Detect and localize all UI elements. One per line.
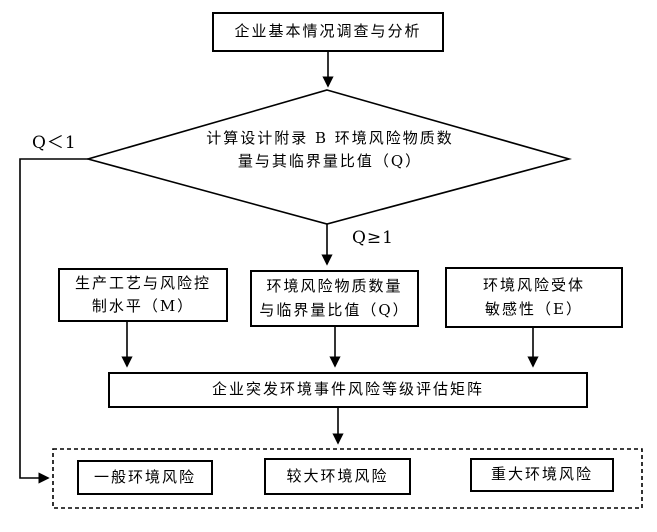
node-survey: 企业基本情况调查与分析 <box>212 12 444 52</box>
edge-label-q-greater-equal-1: Q≥1 <box>352 228 394 248</box>
node-matrix-label: 企业突发环境事件风险等级评估矩阵 <box>211 380 484 399</box>
node-risk-general: 一般环境风险 <box>77 460 213 495</box>
node-risk-larger: 较大环境风险 <box>264 458 411 495</box>
result-group-dashed-box <box>52 448 643 509</box>
node-decision-line1: 计算设计附录 B 环境风险物质数 <box>206 128 454 147</box>
node-decision: 计算设计附录 B 环境风险物质数 量与其临界量比值（Q） <box>180 123 480 177</box>
node-m-line1: 生产工艺与风险控 <box>74 273 211 292</box>
node-risk-major: 重大环境风险 <box>470 458 614 492</box>
node-survey-label: 企业基本情况调查与分析 <box>234 22 422 41</box>
node-e-line1: 环境风险受体 <box>482 276 585 295</box>
node-risk-matrix: 企业突发环境事件风险等级评估矩阵 <box>108 372 588 408</box>
node-e-line2: 敏感性（E） <box>485 299 583 318</box>
node-q-line1: 环境风险物质数量 <box>266 277 403 296</box>
node-substance-quantity-q: 环境风险物质数量 与临界量比值（Q） <box>250 270 419 327</box>
node-risk-general-label: 一般环境风险 <box>93 467 196 486</box>
node-receptor-sensitivity-e: 环境风险受体 敏感性（E） <box>445 267 623 328</box>
node-risk-major-label: 重大环境风险 <box>490 465 593 484</box>
node-risk-larger-label: 较大环境风险 <box>286 466 389 485</box>
node-q-line2: 与临界量比值（Q） <box>259 300 410 319</box>
edge-label-q-less-than-1: Q＜1 <box>32 133 77 153</box>
node-decision-line2: 量与其临界量比值（Q） <box>237 152 423 170</box>
node-m-line2: 制水平（M） <box>91 297 195 315</box>
node-production-control-m: 生产工艺与风险控 制水平（M） <box>58 268 228 322</box>
arrow-qlt1-to-result <box>19 158 88 484</box>
